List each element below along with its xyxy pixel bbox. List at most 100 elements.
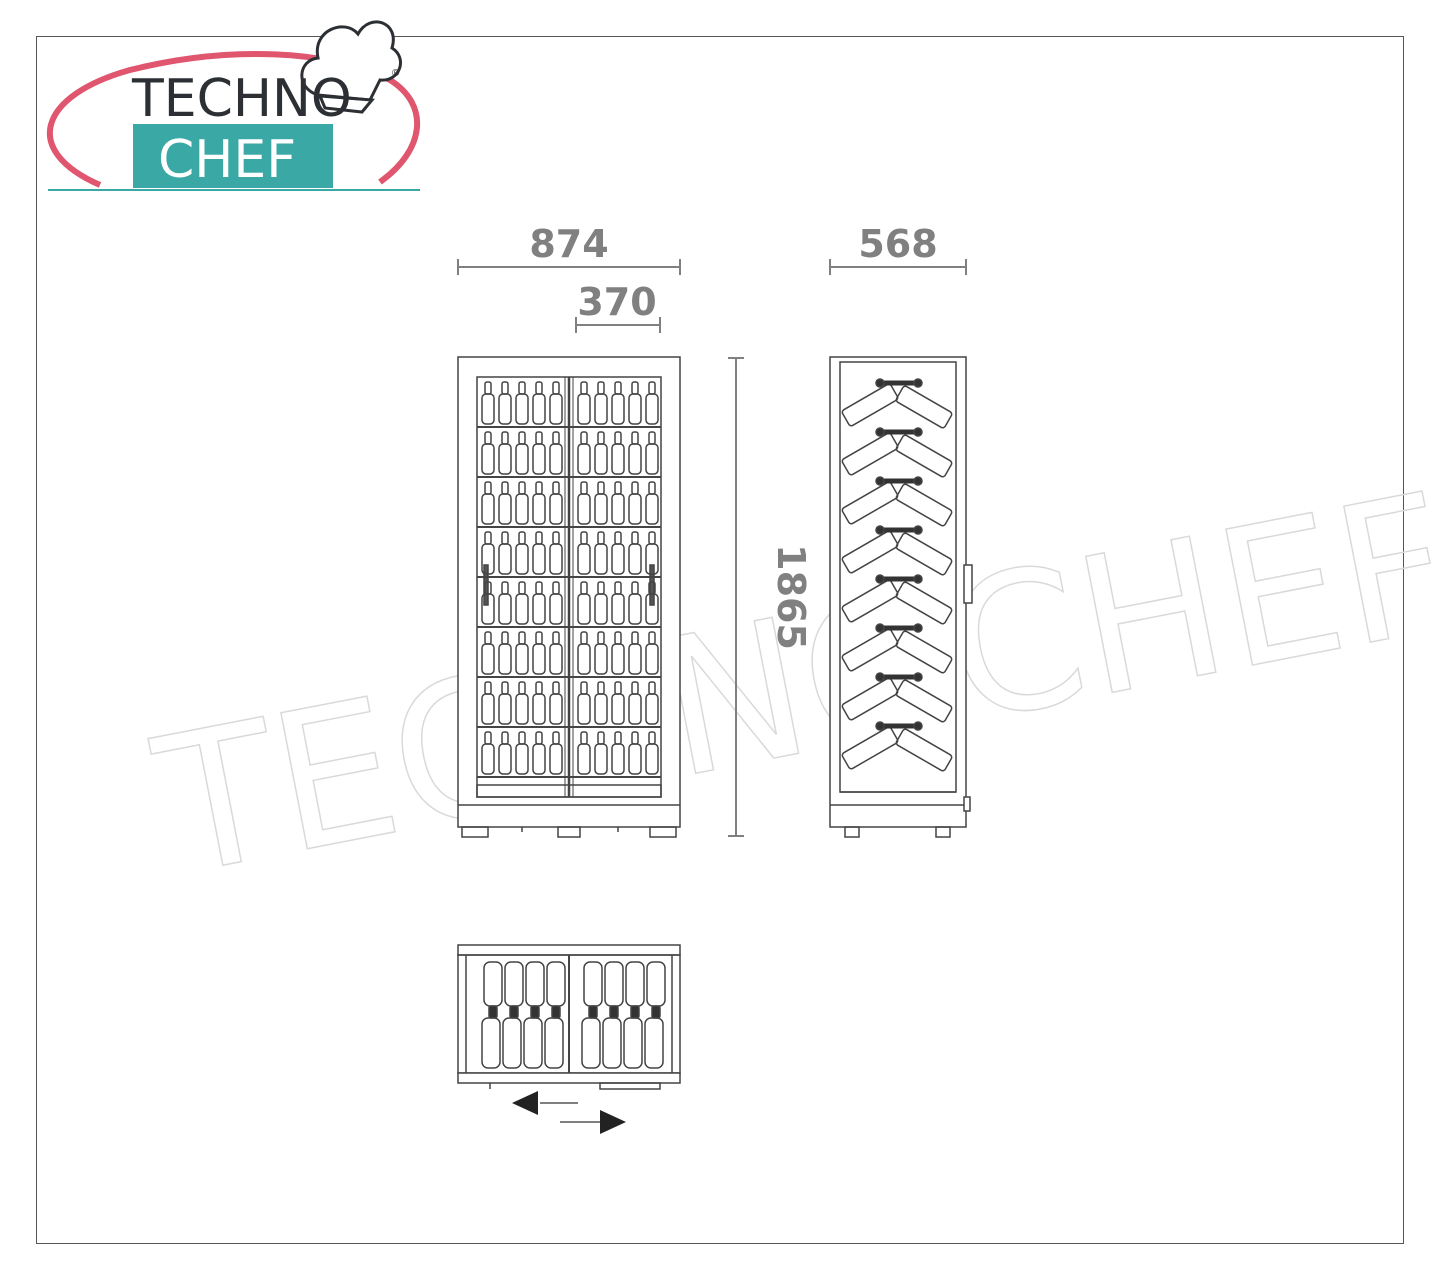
front-bottle — [577, 631, 591, 675]
front-bottle — [515, 631, 529, 675]
front-bottle — [481, 481, 495, 525]
front-bottle — [515, 431, 529, 475]
front-bottle — [577, 731, 591, 775]
front-bottle — [549, 681, 563, 725]
side-bottle-racks — [841, 378, 953, 772]
brand-logo: ® TECHNO CHEF — [46, 20, 421, 191]
front-bottle — [498, 381, 512, 425]
front-bottle — [645, 431, 659, 475]
front-bottle — [515, 581, 529, 625]
front-shelves — [477, 381, 661, 778]
front-bottle — [549, 531, 563, 575]
front-bottle — [498, 481, 512, 525]
front-bottle — [532, 731, 546, 775]
front-bottle — [645, 381, 659, 425]
logo-chef-box — [133, 124, 333, 188]
front-bottle — [515, 531, 529, 575]
side-bottle-pair — [841, 623, 953, 674]
front-bottle — [645, 681, 659, 725]
front-bottle — [645, 731, 659, 775]
side-bottle-pair — [841, 525, 953, 576]
front-bottle — [532, 481, 546, 525]
front-bottle — [628, 481, 642, 525]
front-bottle — [549, 481, 563, 525]
front-bottle — [628, 681, 642, 725]
dimension-door-width: 370 — [577, 280, 656, 324]
front-bottle — [549, 581, 563, 625]
front-bottle — [549, 731, 563, 775]
side-bottle-pair — [841, 672, 953, 723]
front-bottle — [549, 431, 563, 475]
front-bottle — [594, 431, 608, 475]
top-bottle — [502, 961, 524, 1069]
registered-mark: ® — [392, 68, 400, 79]
front-bottle — [532, 381, 546, 425]
front-bottle — [577, 581, 591, 625]
front-bottle — [611, 681, 625, 725]
front-bottle — [549, 631, 563, 675]
dimension-total-width: 874 — [529, 222, 608, 266]
front-bottle — [628, 731, 642, 775]
front-bottle — [481, 381, 495, 425]
front-bottle — [577, 431, 591, 475]
front-bottle — [498, 431, 512, 475]
logo-text-techno: TECHNO — [131, 69, 352, 129]
front-bottle — [481, 581, 495, 625]
front-bottle — [498, 731, 512, 775]
front-bottle — [628, 581, 642, 625]
front-bottle — [481, 431, 495, 475]
front-bottle — [577, 531, 591, 575]
front-bottle — [481, 531, 495, 575]
front-bottle — [498, 631, 512, 675]
front-bottle — [628, 531, 642, 575]
front-bottle — [611, 631, 625, 675]
front-view — [457, 356, 681, 838]
dimension-depth: 568 — [858, 222, 937, 266]
front-bottle — [515, 481, 529, 525]
front-bottle — [481, 731, 495, 775]
top-bottle — [481, 961, 503, 1069]
front-bottle — [628, 431, 642, 475]
front-bottle — [532, 581, 546, 625]
dimension-lines — [457, 259, 967, 837]
front-bottle — [611, 481, 625, 525]
side-bottle-pair — [841, 427, 953, 478]
front-bottle — [628, 631, 642, 675]
front-bottle — [532, 531, 546, 575]
front-bottle — [532, 681, 546, 725]
top-bottle — [544, 961, 566, 1069]
top-view-top-panel — [457, 944, 681, 956]
front-bottle — [577, 381, 591, 425]
side-bottle-pair — [841, 378, 953, 429]
front-bottle — [515, 681, 529, 725]
front-bottle — [498, 581, 512, 625]
arrow-right-icon — [560, 1110, 626, 1134]
front-bottle — [481, 681, 495, 725]
front-bottle — [577, 481, 591, 525]
front-bottle — [594, 481, 608, 525]
top-view — [457, 944, 681, 1090]
side-bottle-pair — [841, 476, 953, 527]
front-bottle — [594, 731, 608, 775]
front-bottle — [532, 631, 546, 675]
top-bottle — [602, 961, 624, 1069]
top-bottle — [523, 961, 545, 1069]
front-bottle — [532, 431, 546, 475]
front-bottle — [645, 581, 659, 625]
door-handle-right — [649, 564, 655, 606]
front-bottle — [594, 381, 608, 425]
side-view — [829, 356, 973, 838]
front-bottle — [611, 381, 625, 425]
front-bottle — [515, 381, 529, 425]
logo-text-chef: CHEF — [158, 130, 296, 190]
front-bottle — [481, 631, 495, 675]
front-feet — [461, 826, 677, 838]
front-bottle — [611, 731, 625, 775]
front-bottle — [594, 681, 608, 725]
top-bottle — [644, 961, 666, 1069]
front-bottle — [515, 731, 529, 775]
front-bottle — [577, 681, 591, 725]
front-bottle — [498, 681, 512, 725]
front-bottle — [628, 381, 642, 425]
